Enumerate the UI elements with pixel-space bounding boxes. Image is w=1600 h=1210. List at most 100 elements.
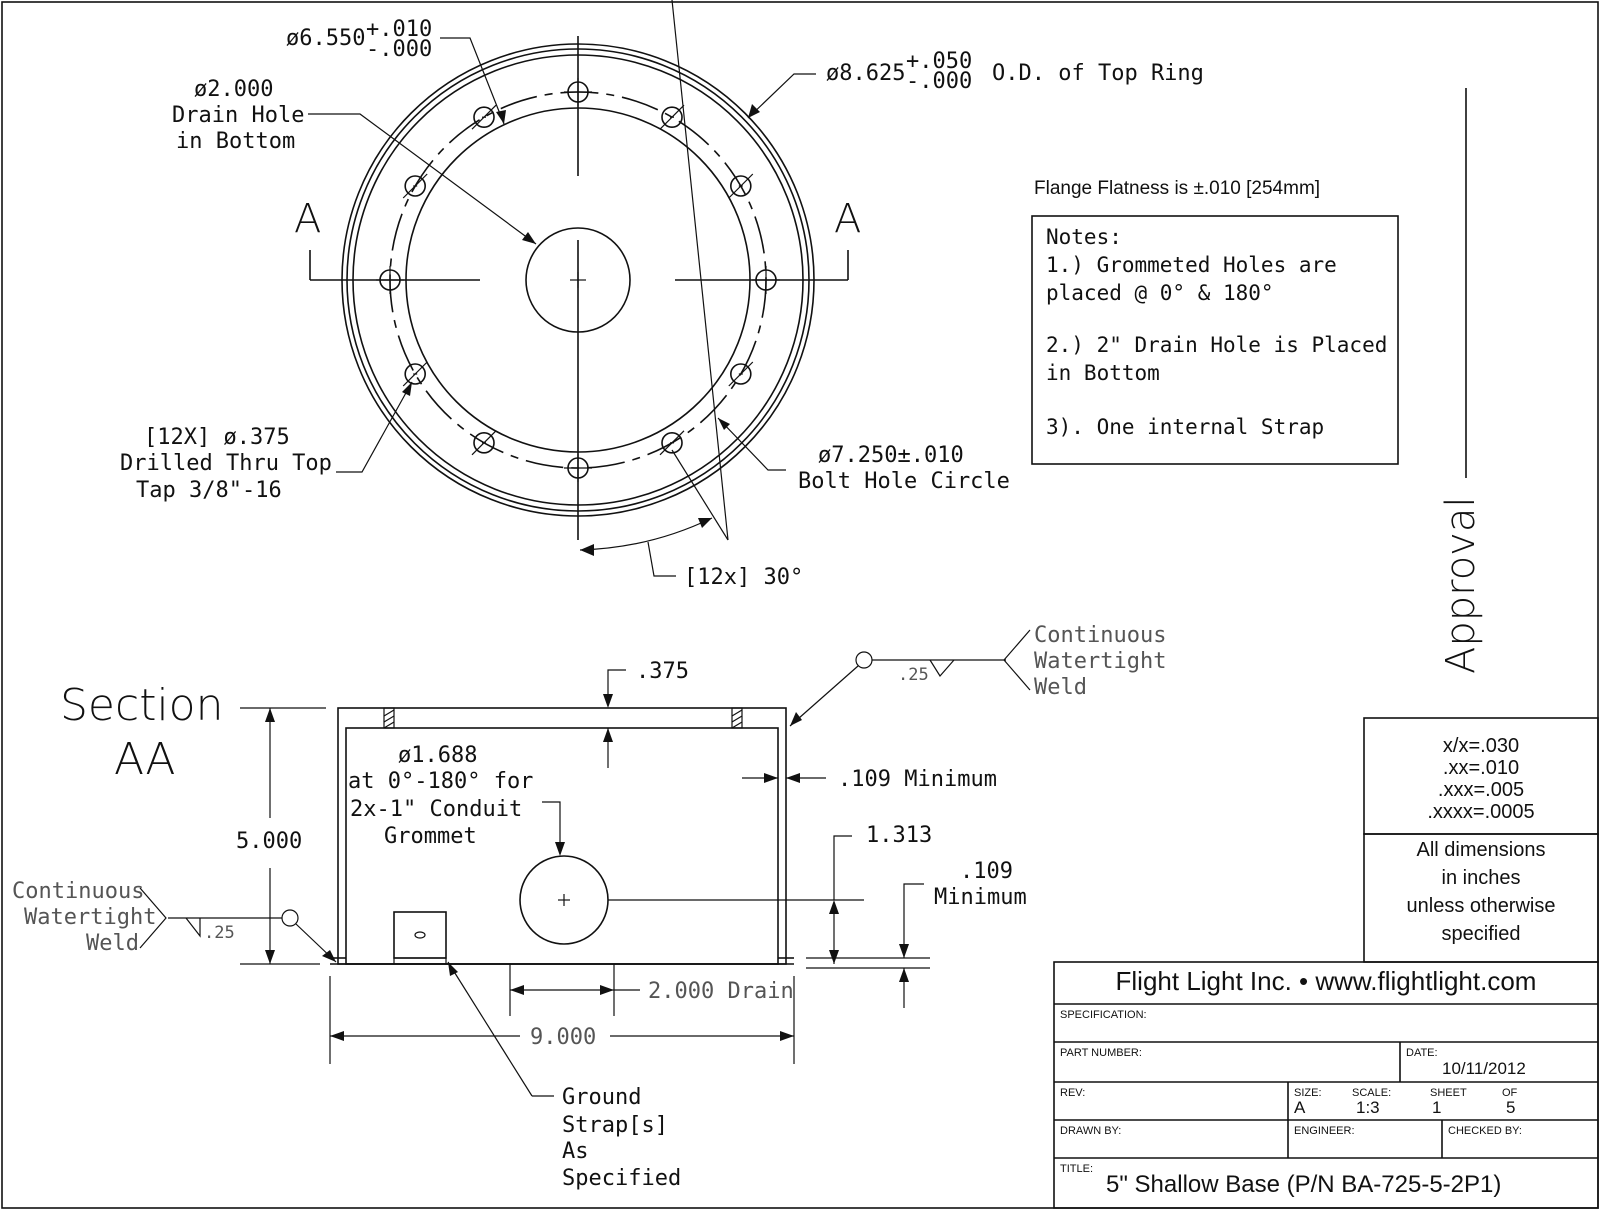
scale-value: 1:3 — [1356, 1098, 1380, 1117]
strap-1: Ground — [562, 1085, 641, 1110]
arrow-8625 — [748, 104, 760, 118]
hatch — [383, 721, 395, 729]
holes-label-2: Drilled Thru Top — [120, 451, 332, 476]
bolt-hole — [471, 430, 497, 456]
weld-top-3: Weld — [1034, 675, 1087, 700]
holes-label-3: Tap 3/8"-16 — [136, 478, 282, 503]
ground-strap-hole — [414, 931, 426, 939]
note-2a: 2.) 2" Drain Hole is Placed — [1046, 333, 1387, 357]
arrow-conduit — [555, 842, 565, 856]
conduit-1: ø1.688 — [398, 743, 477, 768]
leader-holes — [336, 381, 413, 473]
arrow-wall-right — [786, 773, 800, 783]
holes-label-1: [12X] ø.375 — [144, 425, 290, 450]
section-marker-right: A — [834, 196, 861, 242]
weld-left-size: .25 — [204, 923, 235, 943]
arrow-bottom-min-top — [899, 944, 909, 958]
tol-2: .xx=.010 — [1443, 757, 1519, 779]
angle-arc — [579, 517, 713, 551]
tol-1: x/x=.030 — [1443, 735, 1519, 757]
bolt-circle-2: Bolt Hole Circle — [798, 469, 1010, 494]
arrow-bolt-circle — [718, 418, 730, 430]
weld-top-fillet — [929, 659, 955, 678]
checked-label: CHECKED BY: — [1448, 1125, 1522, 1137]
tol-6550-minus: -.000 — [366, 37, 432, 62]
sheet-value: 1 — [1432, 1098, 1441, 1117]
arrow-drain-right — [600, 985, 614, 995]
tol-4: .xxxx=.0005 — [1427, 801, 1534, 823]
tol-3: .xxx=.005 — [1438, 779, 1524, 801]
ground-strap-base — [393, 957, 447, 965]
title-block: Flight Light Inc. • www.flightlight.com … — [1053, 961, 1599, 1209]
leader-375 — [607, 669, 626, 700]
note-3: 3). One internal Strap — [1046, 415, 1324, 439]
conduit-4: Grommet — [384, 824, 477, 849]
width-dim: 9.000 — [530, 1025, 596, 1050]
leader-8625 — [747, 73, 816, 119]
hatch — [383, 709, 395, 717]
section-hole-right — [731, 707, 743, 729]
engineer-label: ENGINEER: — [1294, 1125, 1355, 1137]
arrow-width-right — [780, 1031, 794, 1041]
arrow-width-left — [330, 1031, 344, 1041]
angle-ext — [671, 449, 729, 541]
note-1a: 1.) Grommeted Holes are — [1046, 253, 1337, 277]
weld-left-1: Continuous — [12, 879, 144, 904]
bolt-hole — [402, 361, 428, 387]
strap-3: As — [562, 1139, 589, 1164]
of-value: 5 — [1506, 1098, 1515, 1117]
arrow-375-bottom — [603, 728, 613, 742]
note-1b: placed @ 0° & 180° — [1046, 281, 1274, 305]
bolt-hole — [728, 173, 754, 199]
approval-label: Approval — [1438, 497, 1484, 674]
scale-label: SCALE: — [1352, 1087, 1391, 1099]
conduit-2: at 0°-180° for — [348, 769, 533, 794]
arrow-6550 — [496, 110, 506, 124]
strap-2: Strap[s] — [562, 1113, 668, 1138]
top-view: A A ø6.550 +.010 -.000 ø2.000 Drain Hole… — [120, 0, 1204, 590]
arrow-375-top — [603, 694, 613, 708]
section-title-1: Section — [60, 680, 223, 731]
of-label: OF — [1502, 1087, 1518, 1099]
bolt-hole — [728, 361, 754, 387]
leader-drain — [308, 113, 537, 245]
bolt-hole — [659, 104, 685, 130]
weld-left-2: Watertight — [24, 905, 156, 930]
dim-1313: 1.313 — [866, 823, 932, 848]
arrow-height-top — [265, 708, 275, 722]
bolt-holes — [376, 78, 780, 482]
arrow-1313-top — [829, 900, 839, 914]
size-value: A — [1294, 1098, 1306, 1117]
section-marker-left: A — [294, 196, 321, 242]
leader-1313 — [833, 835, 852, 900]
arrow-weld-left — [322, 950, 336, 962]
tol-6550-plus: +.010 — [366, 17, 432, 42]
weld-left-symbol — [281, 909, 299, 927]
angle-ext-line — [671, 0, 729, 541]
units-2: in inches — [1442, 867, 1521, 889]
wall-min: .109 Minimum — [838, 767, 997, 792]
arrow-height-bottom — [265, 950, 275, 964]
units-3: unless otherwise — [1407, 895, 1556, 917]
note-2b: in Bottom — [1046, 361, 1160, 385]
arrow-angle-right — [698, 518, 712, 528]
company-line: Flight Light Inc. • www.flightlight.com — [1116, 966, 1537, 996]
part-label: PART NUMBER: — [1060, 1047, 1142, 1059]
notes-box — [1031, 215, 1399, 465]
tol-8625-minus: -.000 — [906, 69, 972, 94]
notes-title: Notes: — [1046, 225, 1122, 249]
flatness-note: Flange Flatness is ±.010 [254mm] — [1034, 178, 1320, 199]
bolt-circle-1: ø7.250±.010 — [818, 443, 964, 468]
dim-8625: ø8.625 — [826, 61, 905, 86]
weld-top-leader — [789, 665, 859, 727]
weld-top-symbol — [855, 651, 873, 669]
units-1: All dimensions — [1417, 839, 1546, 861]
weld-top-size: .25 — [898, 665, 929, 685]
drain-label-2: in Bottom — [176, 129, 295, 154]
arrow-holes — [402, 382, 412, 396]
date-label: DATE: — [1406, 1047, 1438, 1059]
angle-label: [12x] 30° — [684, 565, 803, 590]
leader-bottom-min — [903, 883, 924, 958]
hatch — [731, 715, 743, 723]
